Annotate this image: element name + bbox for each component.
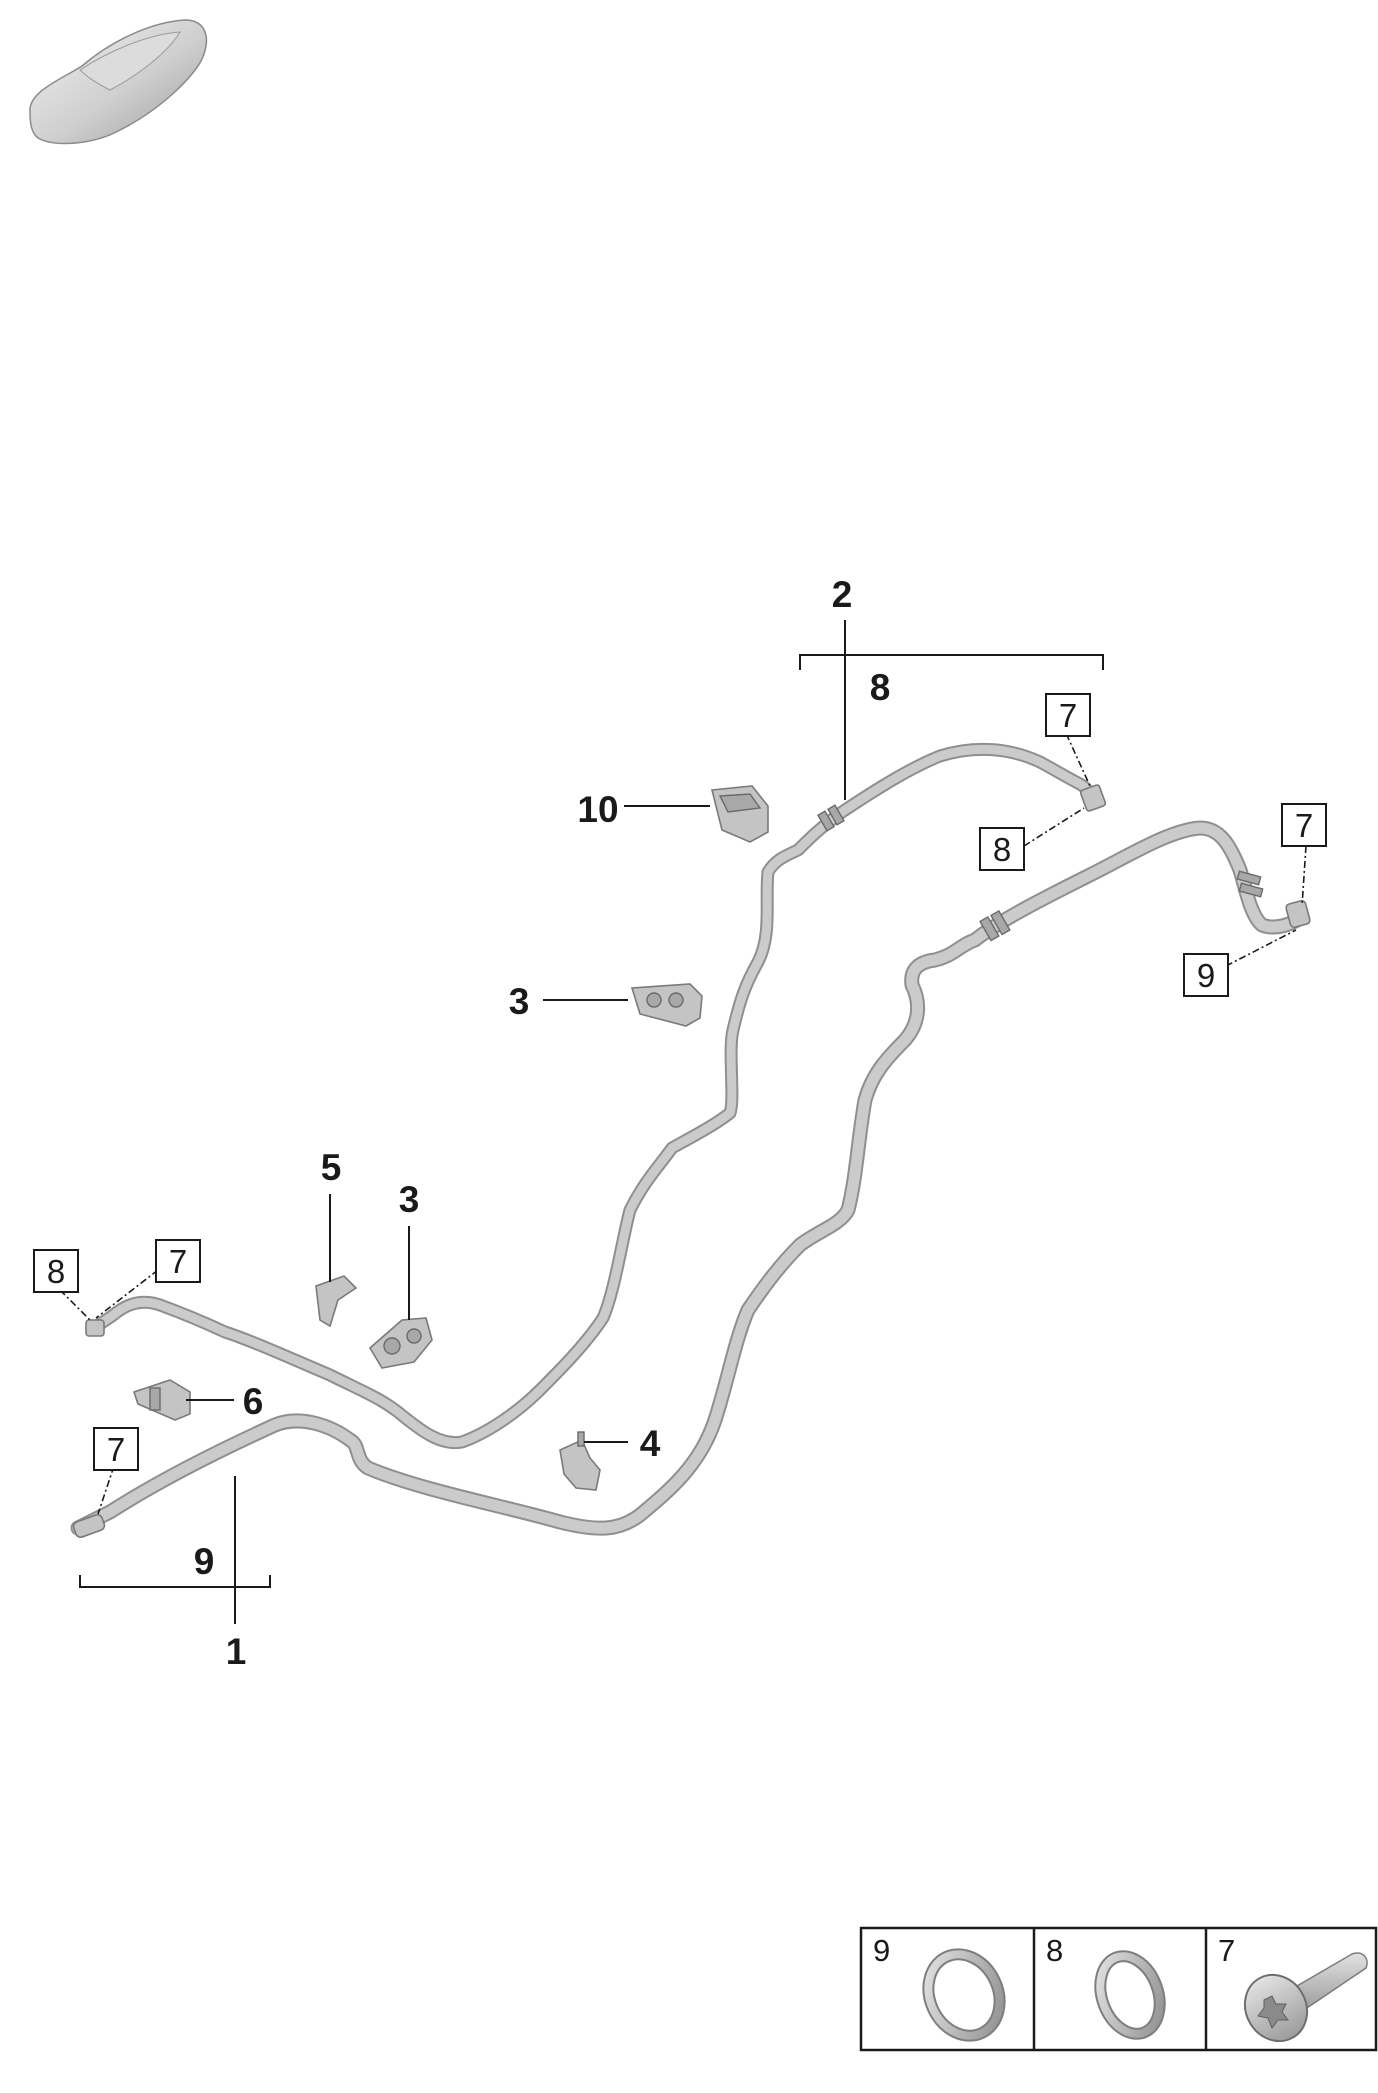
callout-2: 2 [832, 574, 853, 615]
callout-9-lower: 9 [194, 1541, 215, 1582]
legend-number: 7 [1218, 1933, 1235, 1968]
boxed-label-7-bottom: 7 [93, 1427, 139, 1471]
refrigerant-line-2 [85, 742, 1107, 1450]
svg-text:7: 7 [1295, 807, 1313, 844]
svg-text:7: 7 [1059, 697, 1077, 734]
car-silhouette-icon [29, 19, 208, 145]
boxed-label-7-left: 7 [155, 1239, 201, 1283]
clip-3-lower [368, 1317, 433, 1369]
legend-cell-7: 7 [1218, 1933, 1368, 2043]
svg-text:9: 9 [1197, 957, 1215, 994]
clip-6 [132, 1379, 191, 1421]
clip-3-upper [630, 983, 703, 1027]
legend-cell-8: 8 [1046, 1933, 1166, 2040]
boxed-label-7-right: 7 [1281, 803, 1327, 847]
callout-10: 10 [577, 789, 618, 830]
bracket-10 [710, 785, 769, 843]
svg-text:7: 7 [107, 1431, 125, 1468]
boxed-label-8-top: 8 [979, 827, 1025, 871]
boxed-label-7-top: 7 [1045, 693, 1091, 737]
legend-number: 8 [1046, 1933, 1063, 1968]
bracket-4 [559, 1431, 601, 1491]
svg-text:7: 7 [169, 1243, 187, 1280]
leader-lines [59, 620, 1307, 1624]
callout-5: 5 [321, 1147, 342, 1188]
legend-cell-9: 9 [873, 1933, 1006, 2042]
torx-bolt-icon [1243, 1952, 1368, 2043]
legend-number: 9 [873, 1933, 890, 1968]
callout-3-upper: 3 [509, 981, 530, 1022]
callout-3-lower: 3 [399, 1179, 420, 1220]
refrigerant-line-1 [70, 820, 1311, 1539]
boxed-label-9-right: 9 [1183, 953, 1229, 997]
parts-legend: 9 8 7 [859, 1926, 1378, 2052]
bracket-5 [315, 1275, 358, 1328]
boxed-label-8-left: 8 [33, 1249, 79, 1293]
callout-6: 6 [243, 1381, 264, 1422]
svg-text:8: 8 [993, 831, 1011, 868]
o-ring-icon [1094, 1950, 1166, 2040]
svg-text:8: 8 [47, 1253, 65, 1290]
callout-4: 4 [640, 1423, 661, 1464]
callout-8-upper: 8 [870, 667, 891, 708]
o-ring-icon [922, 1948, 1006, 2042]
callout-1: 1 [226, 1631, 247, 1672]
